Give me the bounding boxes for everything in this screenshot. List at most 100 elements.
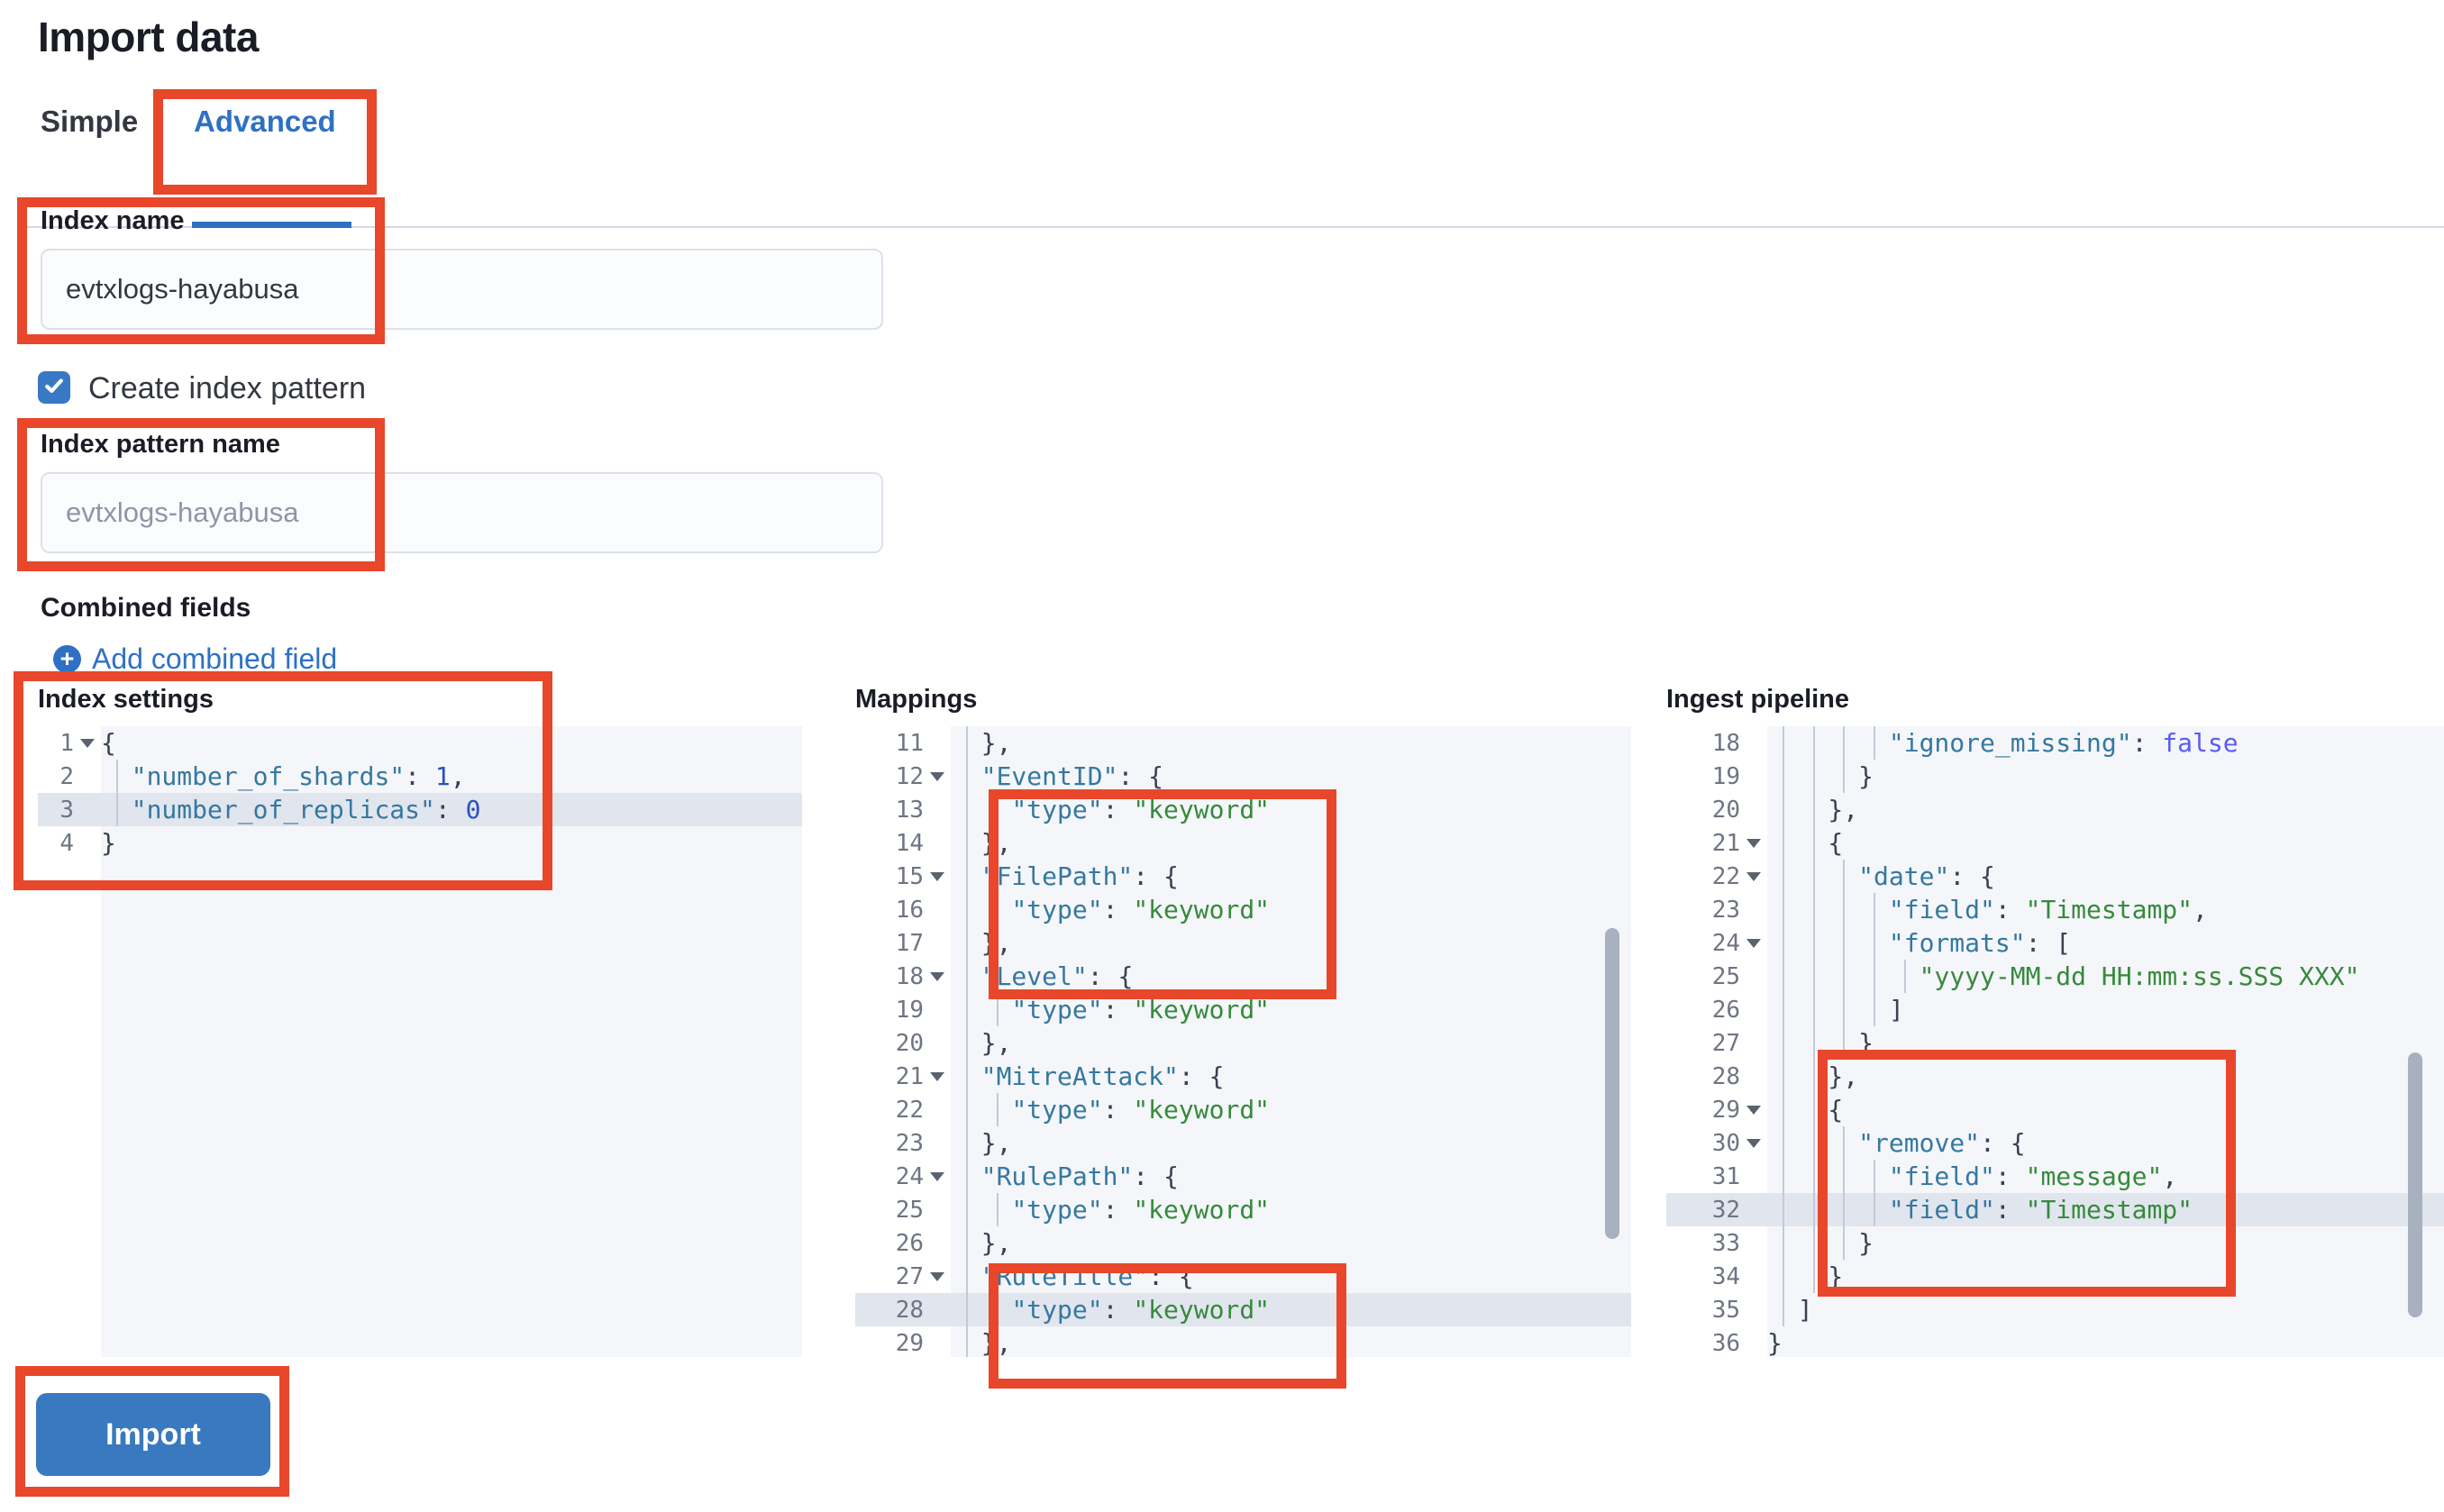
combined-fields-heading: Combined fields: [41, 593, 251, 623]
code-line-25[interactable]: 25 "yyyy-MM-dd HH:mm:ss.SSS XXX": [1711, 960, 2360, 993]
active-tab-underline: [192, 222, 351, 228]
code-line-2[interactable]: 2 "number_of_shards": 1,: [59, 760, 466, 793]
import-button[interactable]: Import: [36, 1393, 270, 1476]
code-line-13[interactable]: 13 "type": "keyword": [895, 793, 1271, 826]
line-number: 34: [1711, 1262, 1740, 1290]
code-line-16[interactable]: 16 "type": "keyword": [895, 893, 1271, 926]
fold-arrow-icon[interactable]: [1746, 871, 1761, 881]
line-number: 19: [895, 996, 924, 1024]
ingest-scrollbar[interactable]: [2408, 1052, 2422, 1317]
code-line-4[interactable]: 4}: [59, 828, 116, 858]
line-number: 27: [1711, 1029, 1740, 1057]
code-line-18[interactable]: 18 "Level": {: [895, 960, 1134, 993]
code-line-24[interactable]: 24 "formats": [: [1711, 926, 2072, 960]
fold-arrow-icon[interactable]: [930, 1171, 944, 1181]
fold-arrow-icon[interactable]: [930, 1271, 944, 1281]
line-number: 17: [895, 929, 924, 957]
line-number: 36: [1711, 1329, 1740, 1357]
line-number: 14: [895, 829, 924, 857]
code-line-27[interactable]: 27 }: [1711, 1026, 1874, 1060]
code-line-22[interactable]: 22 "date": {: [1711, 860, 1995, 893]
index-settings-editor[interactable]: 1{2 "number_of_shards": 1,3 "number_of_r…: [38, 726, 802, 1357]
code-line-22[interactable]: 22 "type": "keyword": [895, 1093, 1271, 1126]
code-line-18[interactable]: 18 "ignore_missing": false: [1711, 726, 2239, 760]
code-line-27[interactable]: 27 "RuleTitle": {: [895, 1260, 1194, 1293]
line-number: 32: [1711, 1196, 1740, 1224]
code-line-28[interactable]: 28 },: [1711, 1060, 1859, 1093]
line-number: 25: [895, 1196, 924, 1224]
fold-arrow-icon[interactable]: [930, 771, 944, 781]
index-name-label: Index name: [41, 206, 185, 235]
code-line-11[interactable]: 11 },: [895, 726, 1012, 760]
add-combined-field-button[interactable]: + Add combined field: [53, 642, 337, 676]
tab-advanced[interactable]: Advanced: [194, 105, 336, 138]
mappings-scrollbar[interactable]: [1605, 928, 1619, 1239]
code-line-31[interactable]: 31 "field": "message",: [1711, 1160, 2178, 1193]
line-number: 23: [895, 1129, 924, 1157]
code-line-25[interactable]: 25 "type": "keyword": [895, 1193, 1271, 1226]
line-number: 13: [895, 796, 924, 824]
line-number: 26: [1711, 996, 1740, 1024]
code-line-26[interactable]: 26 ]: [1711, 993, 1904, 1026]
code-line-32[interactable]: 32 "field": "Timestamp": [1666, 1193, 2444, 1226]
code-line-23[interactable]: 23 "field": "Timestamp",: [1711, 893, 2208, 926]
create-index-pattern-checkbox[interactable]: [38, 371, 70, 404]
fold-arrow-icon[interactable]: [1746, 1105, 1761, 1115]
line-number: 20: [895, 1029, 924, 1057]
index-name-input[interactable]: [41, 249, 883, 330]
code-line-36[interactable]: 36}: [1711, 1328, 1783, 1357]
fold-arrow-icon[interactable]: [1746, 838, 1761, 848]
line-number: 25: [1711, 962, 1740, 990]
fold-arrow-icon[interactable]: [930, 1071, 944, 1081]
editor-gutter: [855, 726, 951, 1357]
code-line-29[interactable]: 29 {: [1711, 1093, 1844, 1126]
code-line-1[interactable]: 1{: [59, 728, 116, 758]
fold-arrow-icon[interactable]: [80, 738, 95, 748]
line-number: 24: [1711, 929, 1740, 957]
code-line-30[interactable]: 30 "remove": {: [1711, 1126, 2026, 1160]
checkmark-icon: [42, 374, 66, 402]
code-line-29[interactable]: 29 },: [855, 1326, 1631, 1357]
code-line-28[interactable]: 28 "type": "keyword": [855, 1293, 1631, 1326]
line-number: 26: [895, 1229, 924, 1257]
code-line-15[interactable]: 15 "FilePath": {: [895, 860, 1179, 893]
code-line-21[interactable]: 21 {: [1711, 826, 1844, 860]
tabs-divider: [22, 226, 2444, 228]
line-number: 35: [1711, 1296, 1740, 1324]
code-line-33[interactable]: 33 }: [1711, 1226, 1874, 1260]
line-number: 18: [895, 962, 924, 990]
ingest-pipeline-label: Ingest pipeline: [1666, 685, 1850, 714]
code-line-35[interactable]: 35 ]: [1711, 1293, 1813, 1326]
tab-simple[interactable]: Simple: [41, 105, 139, 138]
code-line-23[interactable]: 23 },: [895, 1126, 1012, 1160]
fold-arrow-icon[interactable]: [1746, 1138, 1761, 1148]
code-line-19[interactable]: 19 }: [1711, 760, 1874, 793]
line-number: 19: [1711, 762, 1740, 790]
index-settings-label: Index settings: [38, 685, 214, 714]
code-line-19[interactable]: 19 "type": "keyword": [895, 993, 1271, 1026]
index-pattern-name-input[interactable]: [41, 472, 883, 553]
line-number: 24: [895, 1162, 924, 1190]
code-line-20[interactable]: 20 },: [1711, 793, 1859, 826]
fold-arrow-icon[interactable]: [930, 971, 944, 981]
code-line-21[interactable]: 21 "MitreAttack": {: [895, 1060, 1225, 1093]
code-line-12[interactable]: 12 "EventID": {: [895, 760, 1164, 793]
page-title: Import data: [38, 14, 259, 60]
code-line-14[interactable]: 14 },: [895, 826, 1012, 860]
fold-arrow-icon[interactable]: [930, 871, 944, 881]
line-number: 27: [895, 1262, 924, 1290]
plus-in-circle-icon: +: [53, 645, 81, 673]
create-index-pattern-label[interactable]: Create index pattern: [88, 371, 367, 405]
code-line-24[interactable]: 24 "RulePath": {: [895, 1160, 1179, 1193]
code-line-3[interactable]: 3 "number_of_replicas": 0: [38, 793, 802, 826]
mappings-editor[interactable]: 11 },12 "EventID": {13 "type": "keyword"…: [855, 726, 1631, 1357]
fold-arrow-icon[interactable]: [1746, 938, 1761, 948]
code-line-26[interactable]: 26 },: [895, 1226, 1012, 1260]
code-line-20[interactable]: 20 },: [895, 1026, 1012, 1060]
code-line-17[interactable]: 17 },: [895, 926, 1012, 960]
line-number: 30: [1711, 1129, 1740, 1157]
code-line-34[interactable]: 34 }: [1711, 1260, 1844, 1293]
line-number: 16: [895, 896, 924, 924]
line-number: 12: [895, 762, 924, 790]
